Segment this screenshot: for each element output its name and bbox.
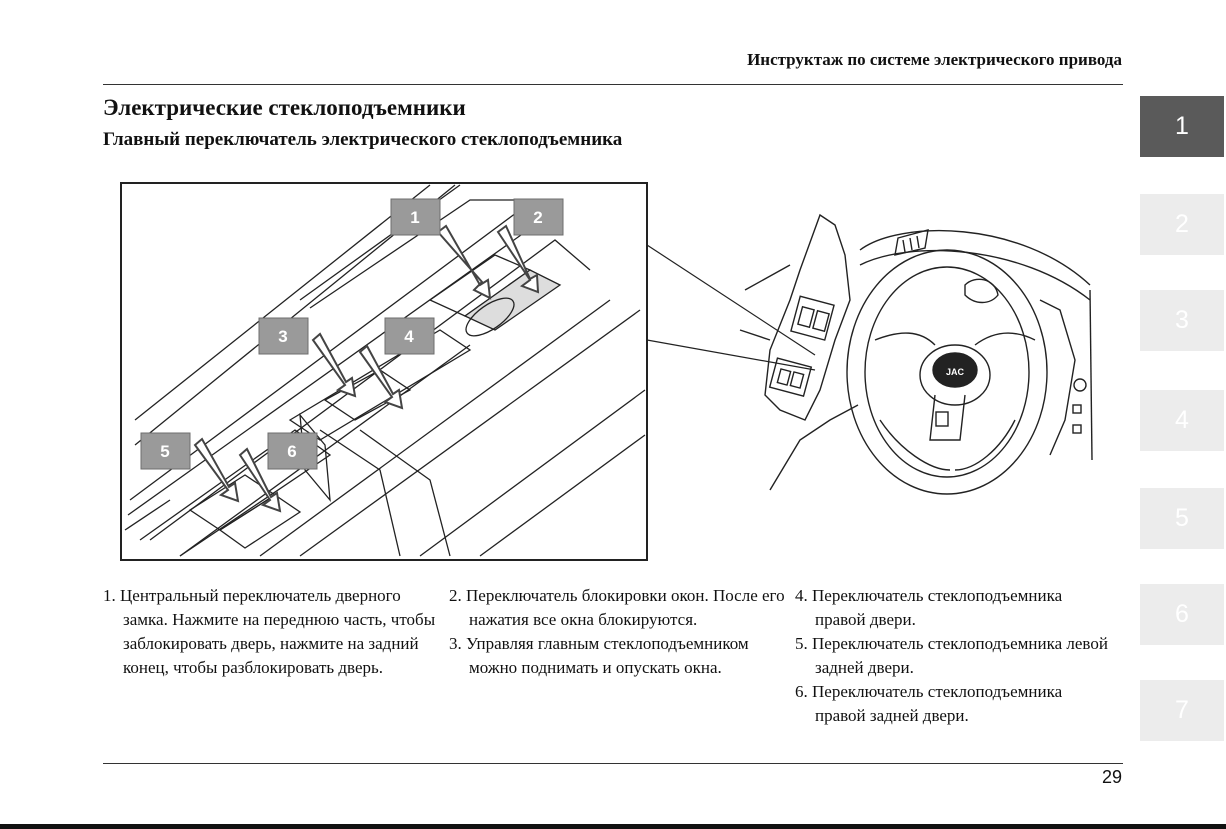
callout-5: 5 [160,442,169,461]
steering-logo: JAC [946,367,965,377]
chapter-tab-3[interactable]: 3 [1140,290,1224,351]
callout-6: 6 [287,442,296,461]
caption-item-5: 5. Переключатель стеклоподъемника левой … [795,634,1108,677]
caption-column-3: 4. Переключатель стеклоподъемника правой… [795,584,1115,728]
detail-view [120,182,648,561]
chapter-tab-1[interactable]: 1 [1140,96,1224,157]
chapter-tab-2[interactable]: 2 [1140,194,1224,255]
caption-item-1: 1. Центральный переключатель дверного за… [103,586,436,677]
caption-item-3: 3. Управляя главным стеклоподъемником мо… [449,634,749,677]
caption-column-1: 1. Центральный переключатель дверного за… [103,584,438,680]
car-interior-overview: JAC [739,213,1093,495]
callout-1: 1 [410,208,419,227]
header-rule [103,84,1123,85]
leader-lines [646,244,816,371]
chapter-tab-4[interactable]: 4 [1140,390,1224,451]
footer-rule [103,763,1123,764]
caption-column-2: 2. Переключатель блокировки окон. После … [449,584,789,680]
section-title: Электрические стеклоподъемники [103,95,466,120]
bottom-border [0,824,1226,829]
caption-item-4: 4. Переключатель стеклоподъемника правой… [795,586,1063,629]
chapter-tab-5[interactable]: 5 [1140,488,1224,549]
callout-2: 2 [533,208,542,227]
caption-item-6: 6. Переключатель стеклоподъемника правой… [795,682,1063,725]
chapter-tab-7[interactable]: 7 [1140,680,1224,741]
caption-item-2: 2. Переключатель блокировки окон. После … [449,586,785,629]
callout-4: 4 [404,327,414,346]
section-subtitle: Главный переключатель электрического сте… [103,129,623,150]
page-number: 29 [1101,767,1122,787]
callout-3: 3 [278,327,287,346]
chapter-tab-6[interactable]: 6 [1140,584,1224,645]
callout-arrows [193,224,540,513]
running-header: Инструктаж по системе электрического при… [747,50,1122,69]
callout-labels: 1 2 3 4 5 6 [140,198,564,470]
